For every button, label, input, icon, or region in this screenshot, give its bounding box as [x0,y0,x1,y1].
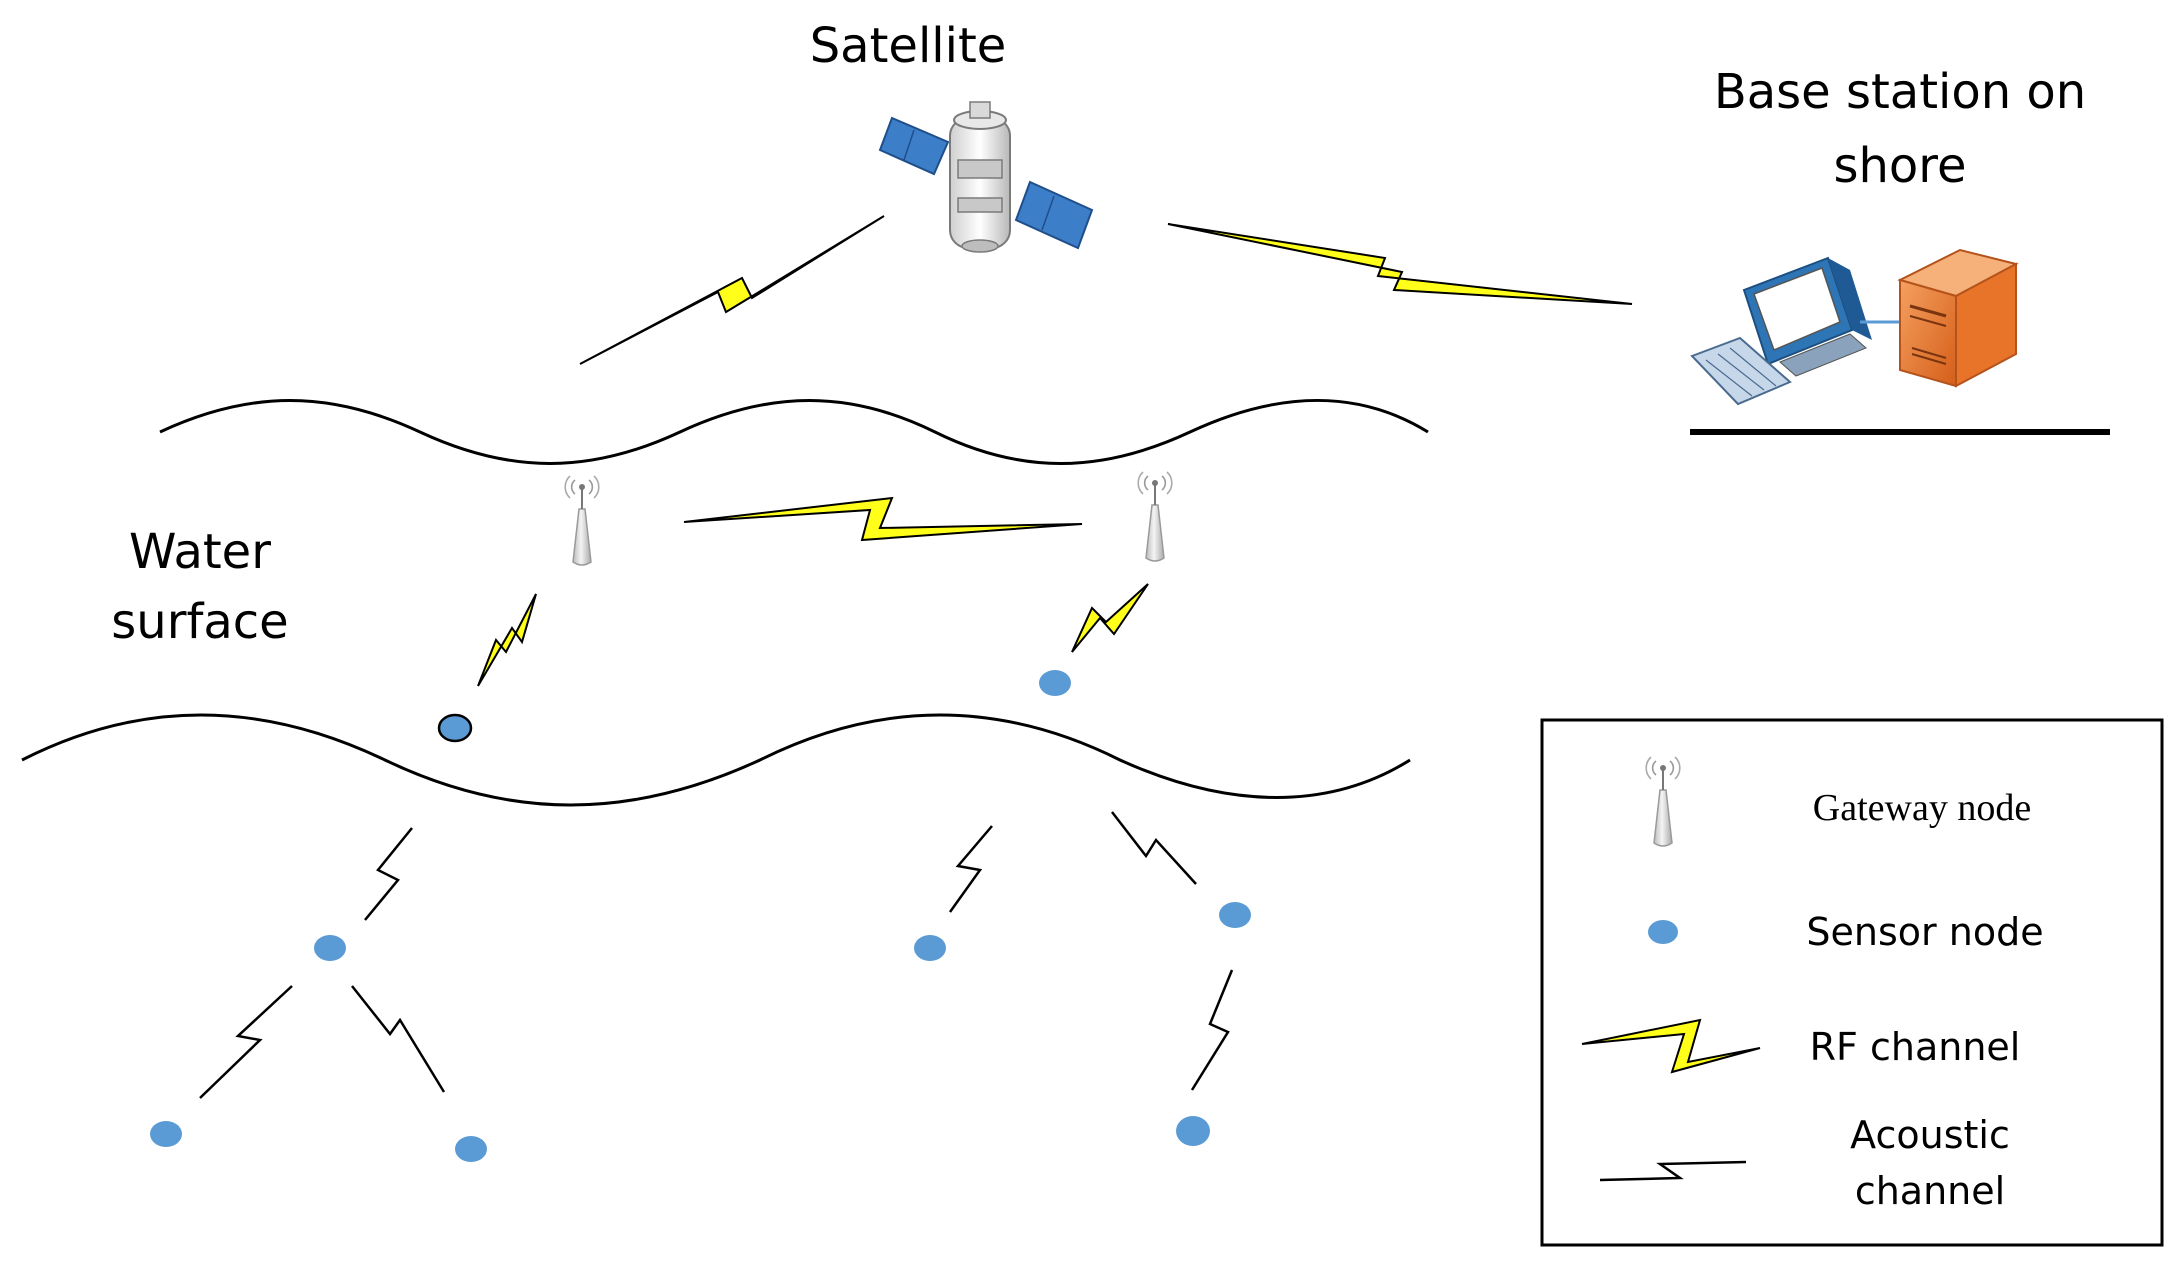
satellite-label: Satellite [810,18,1007,74]
legend-acoustic-label-line1: Acoustic [1850,1113,2010,1157]
rf-channel-satellite-shore [1167,223,1633,305]
sensor-node-mid-1 [314,935,346,961]
sensor-node-deep-3 [1176,1116,1210,1146]
base-station-label-line2: shore [1833,138,1966,194]
acoustic-channel-5 [1111,811,1197,885]
legend-box [1540,718,2164,1247]
satellite-icon [878,101,1094,253]
acoustic-channel-2 [199,985,293,1099]
upper-wave [159,399,1429,465]
rf-channel-gateway-gateway [683,496,1083,542]
acoustic-channel-6 [1190,969,1234,1091]
keyboard-icon [1690,336,1792,406]
server-icon [1897,248,2019,388]
legend: Gateway node Sensor node RF channel Acou… [1540,718,2164,1247]
acoustic-channel-4 [948,825,993,913]
rf-channel-gateway1-sensor [477,593,537,687]
legend-sensor-icon [1648,920,1678,944]
legend-rf-icon [1581,1018,1761,1074]
legend-gateway-icon [1645,756,1681,847]
sensor-node-deep-2 [455,1136,487,1162]
sensor-node-mid-3 [1219,902,1251,928]
lower-wave [21,713,1411,807]
legend-gateway-label: Gateway node [1813,787,2031,829]
sensor-node-deep-1 [150,1121,182,1147]
water-surface-label-line2: surface [111,594,288,650]
acoustic-channel-3 [351,985,446,1093]
legend-sensor-label: Sensor node [1806,910,2043,954]
gateway-node-1 [564,475,600,566]
sensor-node-surface-1 [437,713,473,743]
sensor-node-surface-2 [1039,670,1071,696]
rf-channel-satellite-water [579,215,885,365]
legend-rf-label: RF channel [1810,1025,2021,1069]
rf-channel-gateway2-sensor [1071,583,1149,653]
sensor-node-mid-2 [914,935,946,961]
water-surface-label-line1: Water [129,524,271,580]
legend-acoustic-icon [1599,1160,1747,1182]
computer-icon [1742,256,1872,377]
base-station-label-line1: Base station on [1714,64,2086,120]
legend-acoustic-label-line2: channel [1855,1169,2005,1213]
acoustic-channel-1 [364,827,413,921]
gateway-node-2 [1137,471,1173,562]
